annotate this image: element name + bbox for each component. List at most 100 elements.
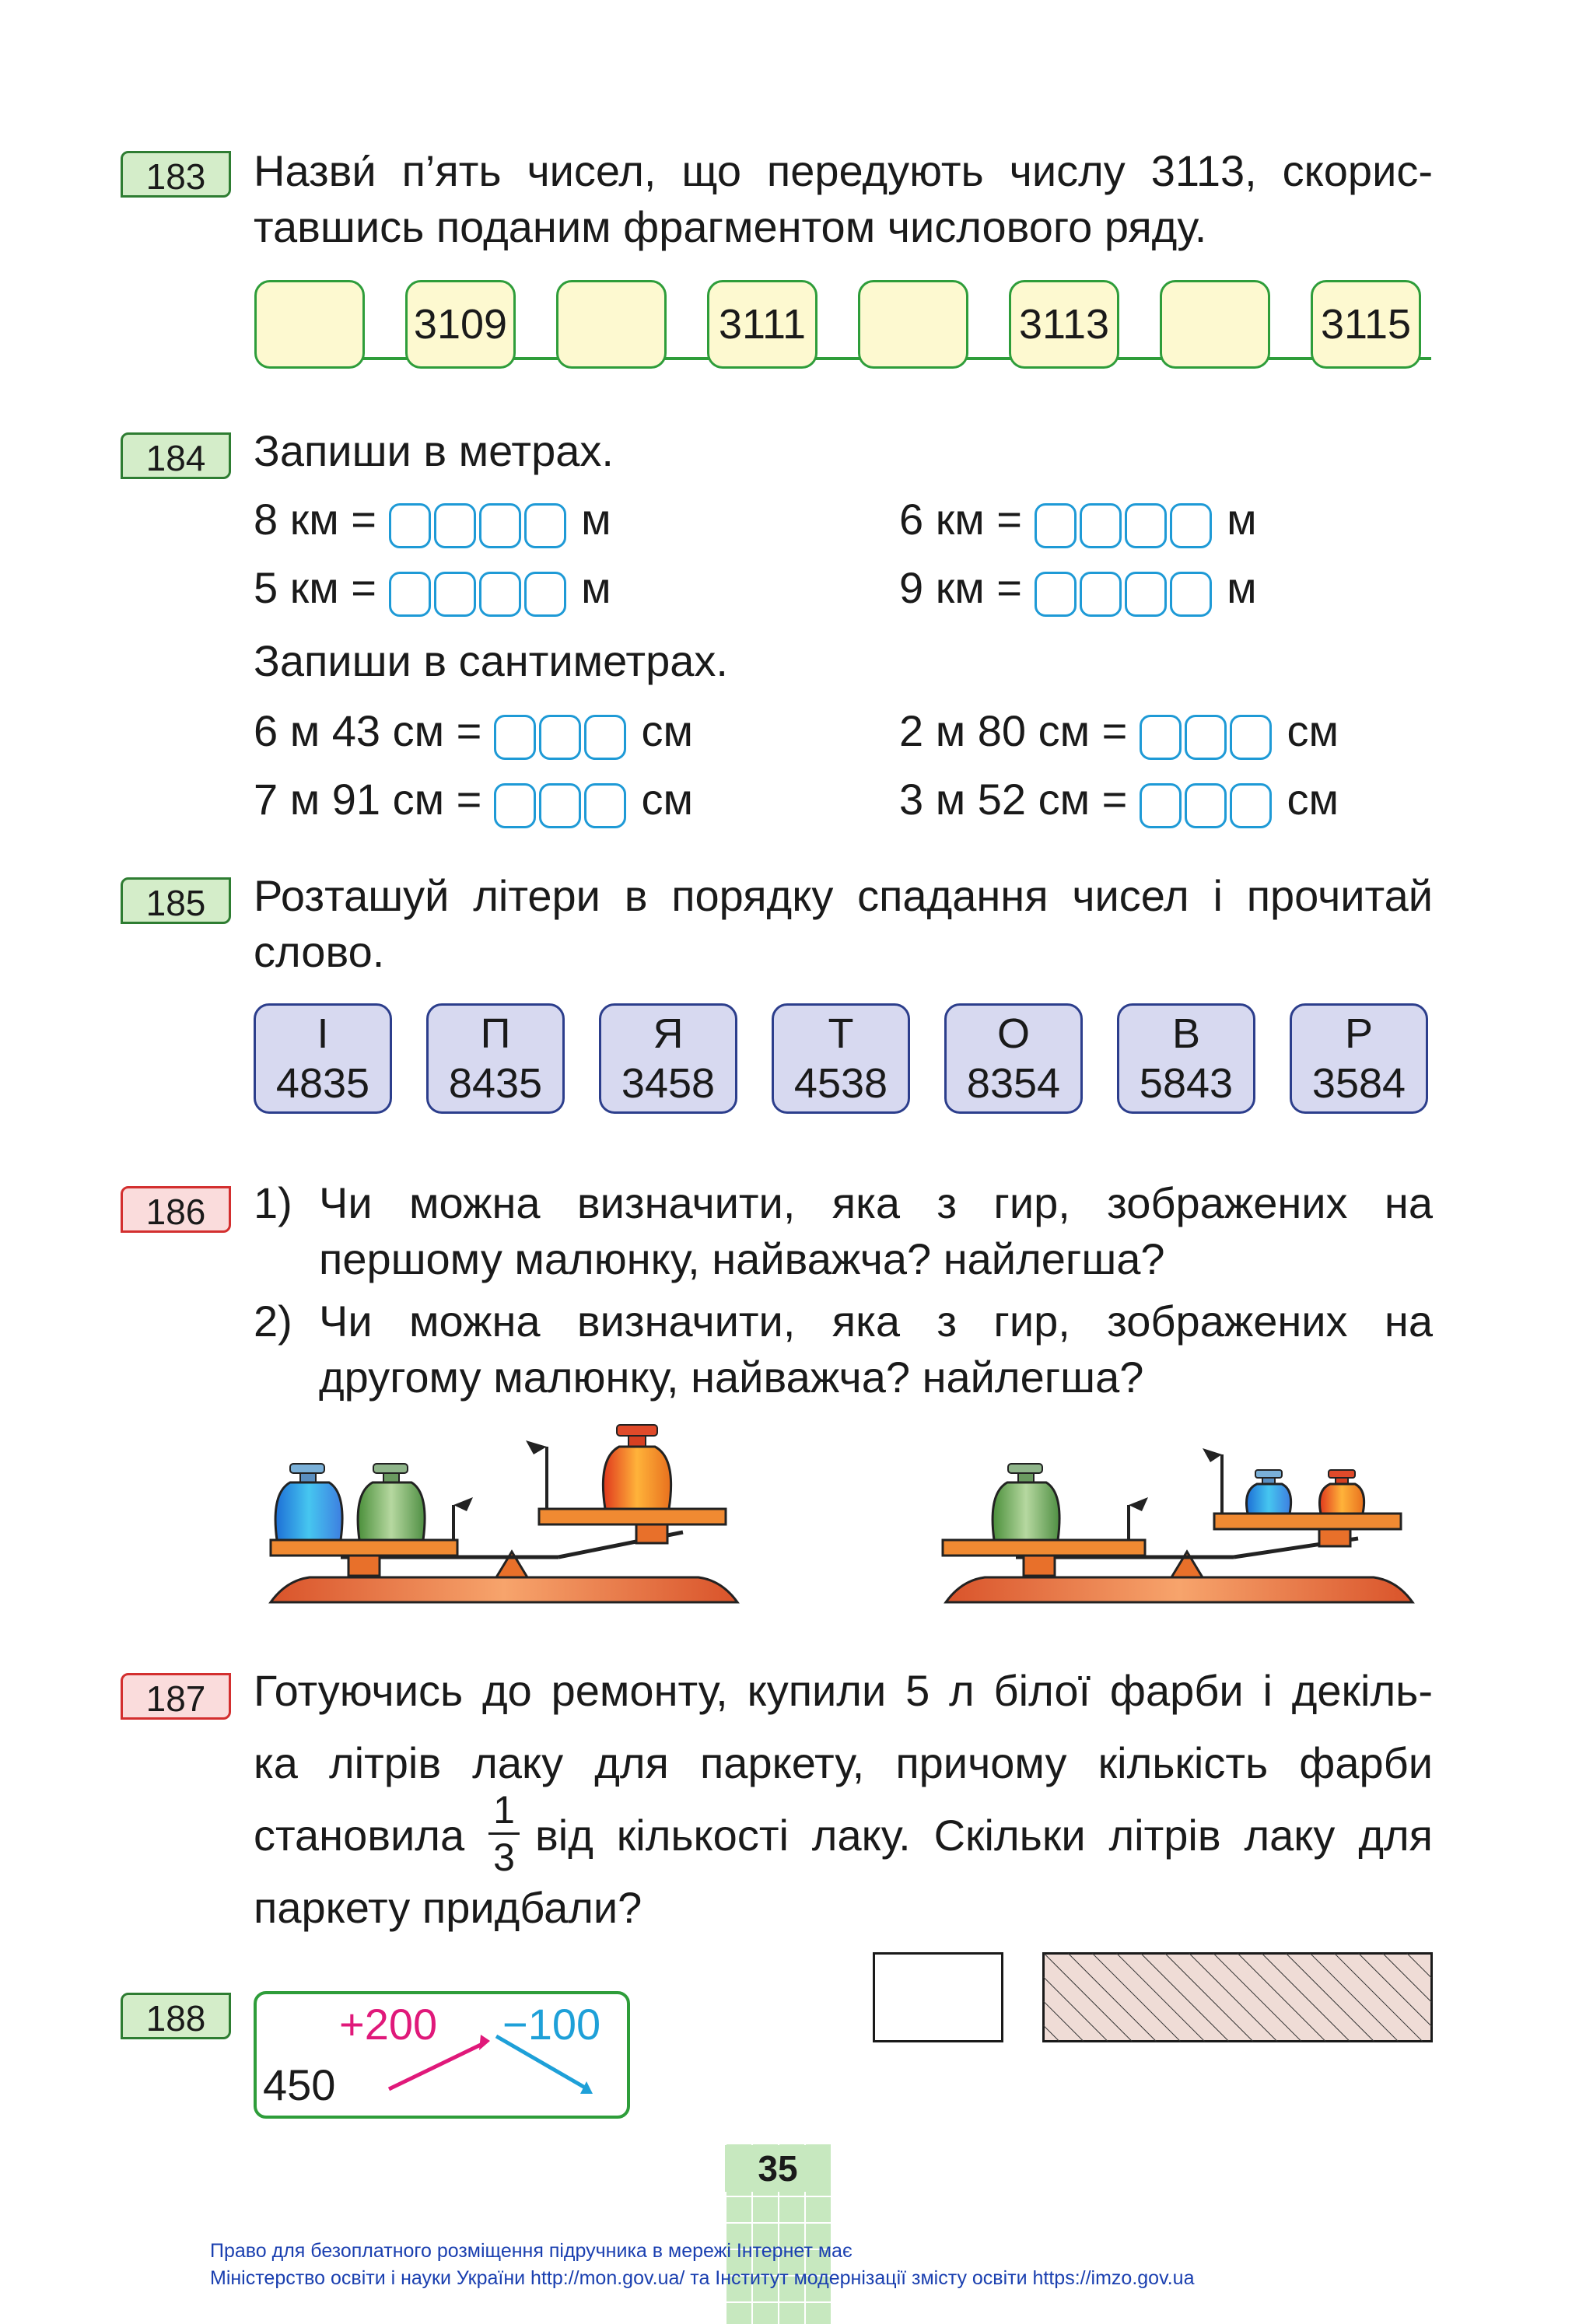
scale-pan-right <box>537 1507 727 1526</box>
conversion-left: 7 м 91 см = <box>254 775 482 824</box>
conversion-row: 9 км = м <box>899 561 1257 618</box>
task-185-text-line2: слово. <box>254 927 385 976</box>
card-letter: Р <box>1344 1010 1374 1057</box>
task-187-text-line1: Готуючись до ремонту, купили 5 л білої ф… <box>254 1666 1433 1715</box>
answer-cells[interactable] <box>493 775 629 830</box>
conversion-row: 7 м 91 см = см <box>254 772 693 830</box>
flag-icon <box>526 1440 547 1454</box>
balance-scale-illustration-2 <box>941 1448 1415 1604</box>
conversion-row: 3 м 52 см = см <box>899 772 1339 830</box>
task-185-text-line1: Розташуй літери в порядку спадання чисел… <box>254 871 1433 920</box>
sequence-empty-box[interactable] <box>1160 280 1270 369</box>
sequence-empty-box[interactable] <box>254 280 365 369</box>
chain-op-plus: +200 <box>339 2000 438 2049</box>
balance-scale-illustration-1 <box>268 1424 740 1604</box>
scale-base <box>268 1576 740 1604</box>
task-187-text-line3-start: становила <box>254 1811 465 1860</box>
lacquer-rectangle <box>1042 1952 1433 2042</box>
weight-green-icon <box>991 1463 1061 1542</box>
conversion-unit: м <box>581 495 611 544</box>
task-183-text-line1: Назви́ п’ять чисел, що передують числу 3… <box>254 146 1433 195</box>
answer-cells[interactable] <box>1139 707 1275 761</box>
scale-pan-left <box>269 1538 459 1557</box>
task-186-q1-line2: першому малюнку, найважча? найлегша? <box>319 1234 1165 1283</box>
arrow-down-icon <box>495 2034 586 2090</box>
question-marker: 2) <box>254 1297 292 1346</box>
chain-start-value: 450 <box>263 2060 336 2109</box>
weight-blue-icon <box>274 1463 344 1542</box>
task-184-heading-meters: Запиши в метрах. <box>254 426 614 475</box>
arrow-up-icon <box>387 2042 484 2091</box>
conversion-left: 3 м 52 см = <box>899 775 1128 824</box>
task-186-q2-line1: Чи можна визначити, яка з гир, зображени… <box>319 1297 1433 1346</box>
card-letter: В <box>1171 1010 1201 1057</box>
card-number: 8354 <box>966 1060 1061 1107</box>
answer-cells[interactable] <box>1139 775 1275 830</box>
card-number: 3584 <box>1311 1060 1406 1107</box>
weight-green-icon <box>356 1463 426 1542</box>
conversion-left: 6 м 43 см = <box>254 706 482 755</box>
scale-base <box>944 1576 1415 1604</box>
card-letter: Т <box>828 1010 854 1057</box>
scale-pan-left <box>941 1538 1147 1557</box>
flag-icon <box>1129 1497 1148 1511</box>
page-number: 35 <box>725 2145 831 2192</box>
fraction-bar <box>488 1832 520 1835</box>
card-number: 4538 <box>793 1060 888 1107</box>
flag-icon <box>1203 1448 1222 1462</box>
question-marker: 1) <box>254 1178 292 1227</box>
answer-cells[interactable] <box>1034 564 1215 618</box>
task-184-heading-centimeters: Запиши в сантиметрах. <box>254 636 728 685</box>
sequence-empty-box[interactable] <box>858 280 968 369</box>
task-186-q2-line2: другому малюнку, найважча? найлегша? <box>319 1353 1144 1402</box>
card-number: 4835 <box>275 1060 370 1107</box>
conversion-row: 5 км = м <box>254 561 611 618</box>
sequence-number-box: 3109 <box>405 280 516 369</box>
conversion-row: 6 м 43 см = см <box>254 704 693 761</box>
conversion-unit: см <box>641 706 694 755</box>
answer-cells[interactable] <box>388 495 569 550</box>
answer-cells[interactable] <box>1034 495 1215 550</box>
task-number-185: 185 <box>121 877 231 924</box>
fraction: 1 3 <box>488 1789 520 1878</box>
task-number-183: 183 <box>121 151 231 198</box>
fraction-numerator: 1 <box>493 1788 515 1832</box>
conversion-unit: см <box>1287 706 1339 755</box>
conversion-left: 9 км = <box>899 563 1022 612</box>
card-number: 5843 <box>1139 1060 1234 1107</box>
answer-cells[interactable] <box>493 707 629 761</box>
task-number-188: 188 <box>121 1993 231 2039</box>
scale-pan-right <box>1213 1512 1402 1531</box>
sequence-number-box: 3111 <box>707 280 818 369</box>
chain-op-minus: −100 <box>502 2000 601 2049</box>
card-letter: П <box>480 1010 511 1057</box>
conversion-row: 6 км = м <box>899 492 1257 550</box>
conversion-unit: см <box>641 775 694 824</box>
conversion-left: 2 м 80 см = <box>899 706 1128 755</box>
conversion-unit: м <box>1227 563 1257 612</box>
weight-orange-icon <box>601 1424 673 1510</box>
conversion-row: 2 м 80 см = см <box>899 704 1339 761</box>
card-letter: Я <box>653 1010 684 1057</box>
task-number-187: 187 <box>121 1673 231 1720</box>
task-187-text-line3-end: від кількості лаку. Скільки літрів лаку … <box>535 1811 1433 1860</box>
conversion-left: 8 км = <box>254 495 376 544</box>
fraction-denominator: 3 <box>493 1836 515 1879</box>
conversion-row: 8 км = м <box>254 492 611 550</box>
card-letter: О <box>996 1010 1030 1057</box>
sequence-number-box: 3113 <box>1009 280 1119 369</box>
task-number-186: 186 <box>121 1186 231 1233</box>
sequence-empty-box[interactable] <box>556 280 667 369</box>
card-letter: І <box>317 1010 329 1057</box>
card-number: 3458 <box>621 1060 716 1107</box>
scale-fulcrum <box>494 1549 530 1579</box>
conversion-left: 5 км = <box>254 563 376 612</box>
answer-cells[interactable] <box>388 564 569 618</box>
